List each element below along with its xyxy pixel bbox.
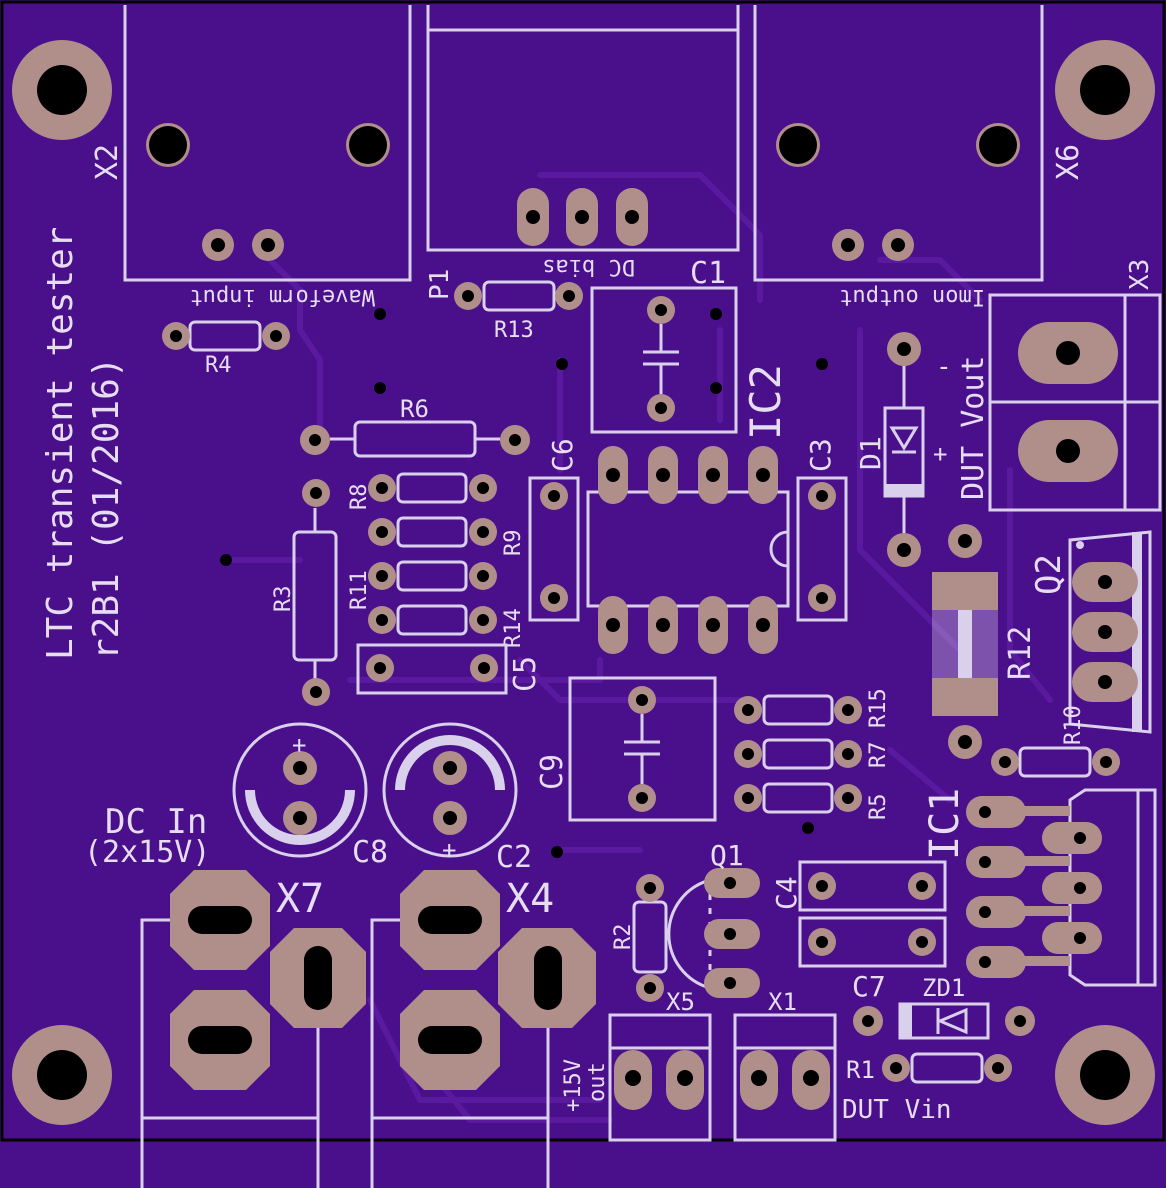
resistor-r1 [882, 1052, 1012, 1084]
label-c8-plus: + [292, 731, 306, 759]
potentiometer-p1 [426, 5, 740, 252]
label-r3: R3 [271, 586, 296, 613]
board-title: LTC transient tester [40, 227, 81, 660]
label-r7: R7 [866, 742, 891, 769]
label-dut-vout: DUT Vout [956, 356, 991, 501]
label-x3: X3 [1125, 259, 1155, 290]
label-r2: R2 [611, 924, 636, 951]
capacitor-c1 [590, 286, 738, 434]
label-ic2: IC2 [741, 364, 790, 440]
label-p1: P1 [425, 269, 455, 300]
resistor-r10 [991, 746, 1120, 778]
label-x1: X1 [768, 988, 797, 1016]
board-revision: r2B1 (01/2016) [86, 357, 127, 660]
label-q2: Q2 [1029, 554, 1069, 595]
label-15v-out-a: +15V [561, 1059, 586, 1112]
power-jack-x4 [370, 870, 596, 1188]
label-x5: X5 [666, 988, 695, 1016]
label-r6: R6 [400, 395, 429, 423]
label-r14: R14 [501, 608, 526, 648]
label-c7: C7 [852, 970, 886, 1003]
label-dut-vin: DUT Vin [842, 1095, 952, 1125]
zener-zd1 [853, 1002, 1035, 1040]
label-r1: R1 [846, 1056, 875, 1084]
label-vout-plus: + [933, 440, 947, 468]
resistor-r13 [454, 280, 583, 312]
diode-d1 [883, 332, 925, 567]
capacitor-c8 [232, 722, 368, 858]
terminal-x5 [608, 1013, 712, 1142]
label-c1: C1 [690, 256, 726, 291]
connector-x2 [123, 5, 412, 282]
label-waveform-input: Waveform input [190, 284, 375, 309]
ic1-to220 [966, 788, 1157, 987]
capacitor-c2 [382, 722, 518, 858]
transistor-q2 [1068, 530, 1152, 734]
label-ic1: IC1 [922, 788, 968, 860]
resistor-r6 [300, 420, 530, 458]
label-r11: R11 [347, 570, 372, 610]
label-dc-in-spec: (2x15V) [84, 835, 210, 870]
label-c2-plus: + [442, 836, 456, 864]
label-x4: X4 [506, 876, 554, 922]
capacitor-c9 [568, 676, 717, 822]
capacitor-c3 [796, 476, 848, 622]
resistor-r2 [632, 874, 668, 1002]
label-vout-minus: - [936, 352, 952, 382]
label-x7: X7 [276, 876, 324, 922]
power-jack-x7 [140, 870, 366, 1188]
label-15v-out-b: out [585, 1062, 610, 1102]
label-c5: C5 [508, 656, 543, 692]
terminal-x1 [733, 1013, 837, 1142]
mounting-holes [12, 40, 1155, 1125]
resistor-r3 [292, 479, 338, 706]
label-r10: R10 [1061, 705, 1086, 745]
label-c4: C4 [770, 876, 803, 910]
capacitor-c6 [528, 476, 580, 622]
capacitor-c4 [798, 860, 947, 968]
label-c2: C2 [496, 840, 532, 875]
resistor-array-2 [734, 694, 862, 814]
label-r5: R5 [866, 794, 891, 821]
terminal-x3 [988, 293, 1162, 512]
resistor-r4 [162, 320, 290, 352]
label-d1: D1 [854, 436, 887, 470]
label-c6: C6 [546, 438, 579, 472]
copper-traces [227, 172, 1053, 1123]
label-r12: R12 [1003, 626, 1038, 680]
label-r8: R8 [347, 484, 372, 511]
label-c3: C3 [804, 438, 837, 472]
label-x2: X2 [90, 144, 125, 180]
label-dc-in: DC In [105, 802, 207, 842]
ic2-dip8 [586, 446, 790, 654]
label-q1: Q1 [710, 839, 744, 872]
resistor-r12 [932, 524, 998, 759]
label-r13: R13 [494, 318, 534, 343]
label-imon-output: Imon output [839, 284, 985, 309]
label-c9: C9 [535, 754, 570, 790]
connector-x6 [753, 5, 1044, 282]
label-zd1: ZD1 [922, 974, 965, 1002]
label-r15: R15 [866, 688, 891, 728]
label-r4: R4 [205, 353, 232, 378]
label-c8: C8 [352, 835, 388, 870]
label-dc-bias: DC bias [542, 254, 635, 279]
transistor-q1 [667, 868, 760, 998]
label-x6: X6 [1051, 144, 1086, 180]
board-outline [0, 0, 1166, 1142]
resistor-array [368, 472, 497, 636]
capacitor-c5 [356, 643, 508, 695]
label-r9: R9 [501, 530, 526, 557]
vias [220, 308, 828, 858]
